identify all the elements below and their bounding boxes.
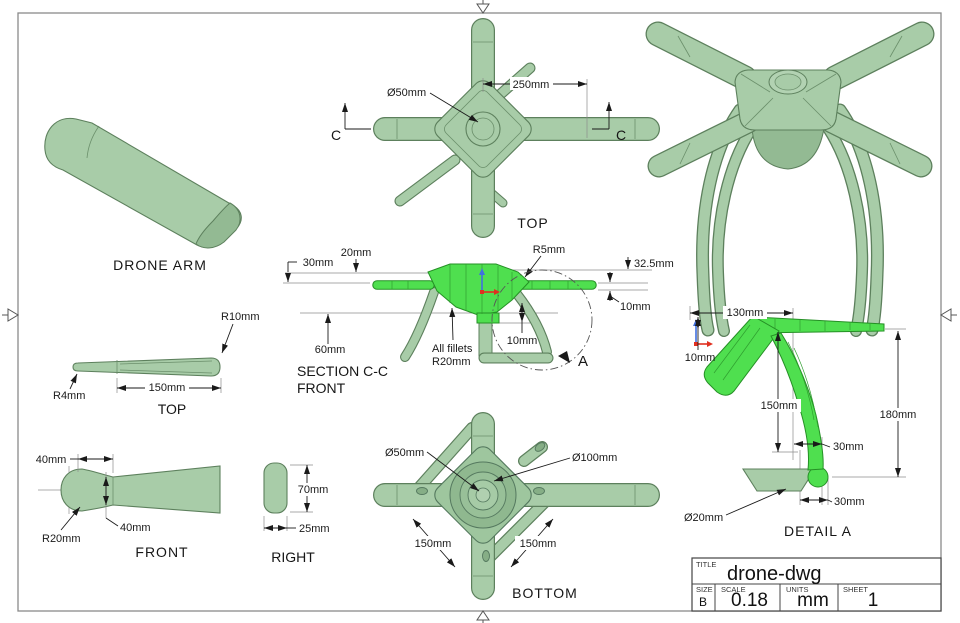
top-dim-250: 250mm [513, 79, 550, 91]
top-label: TOP [517, 215, 549, 231]
section-label-2: FRONT [297, 380, 346, 396]
detail-dim-30-upper: 30mm [833, 441, 864, 453]
arm-right-dim-25: 25mm [299, 523, 330, 535]
title-value: drone-dwg [727, 563, 822, 585]
section-fillets-note-2: R20mm [432, 356, 471, 368]
center-mark-bottom [476, 610, 490, 621]
section-marker-c-left: C [331, 127, 341, 143]
size-value: B [699, 595, 707, 609]
detail-label: DETAIL A [784, 523, 852, 539]
detail-dim-150: 150mm [761, 400, 798, 412]
title-label: TITLE [696, 560, 716, 569]
view-iso [645, 21, 935, 337]
units-value: mm [797, 590, 829, 611]
view-arm-top: R10mm R4mm 150mm TOP [53, 311, 260, 417]
view-top-assembly: 250mm Ø50mm C C TOP [331, 18, 660, 238]
section-dim-30: 30mm [303, 257, 334, 269]
section-dim-325: 32.5mm [634, 258, 674, 270]
sheet-value: 1 [868, 590, 879, 611]
section-body-cut [427, 263, 530, 316]
section-label-1: SECTION C-C [297, 363, 388, 379]
bottom-label: BOTTOM [512, 585, 578, 601]
view-bottom: Ø50mm Ø100mm 150mm 150mm BOTTOM [373, 412, 660, 601]
arm-top-dim-r4: R4mm [53, 390, 85, 402]
center-mark-right [940, 308, 952, 322]
section-marker-c-right: C [616, 127, 626, 143]
center-mark-top [476, 3, 490, 14]
view-arm-front: 40mm 40mm R20mm FRONT [36, 454, 221, 560]
section-dim-20: 20mm [341, 247, 372, 259]
detail-dim-d20: Ø20mm [684, 512, 723, 524]
view-section-cc: 20mm 30mm 60mm R5mm 32.5mm 10mm 10mm All… [283, 244, 674, 396]
detail-dim-130: 130mm [727, 307, 764, 319]
size-label: SIZE [696, 585, 713, 594]
bottom-dim-150-right: 150mm [520, 538, 557, 550]
detail-leg-cut [770, 332, 824, 471]
detail-dim-10: 10mm [685, 352, 716, 364]
detail-dim-30-lower: 30mm [834, 496, 865, 508]
section-fillets-note-1: All fillets [432, 343, 473, 355]
title-block: TITLE drone-dwg SIZE B SCALE 0.18 UNITS … [691, 557, 942, 612]
iso-arms [645, 21, 935, 178]
arm-front-shape [60, 465, 221, 514]
drone-arm-label: DRONE ARM [113, 257, 207, 273]
top-dim-dia50: Ø50mm [387, 87, 426, 99]
view-detail-a: 130mm 10mm 150mm 180mm 30mm 30mm Ø20mm D… [684, 306, 921, 539]
drone-arm-end-face [195, 202, 241, 249]
center-mark-left [7, 308, 19, 322]
arm-right-label: RIGHT [271, 549, 315, 565]
arm-right-shape [263, 462, 288, 514]
section-dim-r5: R5mm [533, 244, 565, 256]
arm-front-dim-40-mid: 40mm [120, 522, 151, 534]
units-label: UNITS [786, 585, 809, 594]
bottom-dim-d50: Ø50mm [385, 447, 424, 459]
section-dim-10-center: 10mm [507, 335, 538, 347]
detail-arm-stub [741, 468, 817, 492]
section-detail-ref-a: A [578, 353, 588, 370]
detail-wing-cut [703, 315, 780, 396]
arm-top-label: TOP [158, 401, 187, 417]
section-axes-icon [479, 268, 500, 295]
detail-dim-180: 180mm [880, 409, 917, 421]
bottom-dim-d100: Ø100mm [572, 452, 617, 464]
arm-right-dim-70: 70mm [298, 484, 329, 496]
section-dim-10-right: 10mm [620, 301, 651, 313]
arm-top-dim-150: 150mm [149, 382, 186, 394]
bottom-dim-150-left: 150mm [415, 538, 452, 550]
arm-front-dim-r20: R20mm [42, 533, 81, 545]
iso-body [734, 69, 842, 131]
view-drone-arm-iso: DRONE ARM [44, 117, 242, 273]
section-dim-60: 60mm [315, 344, 346, 356]
scale-label: SCALE [721, 585, 746, 594]
detail-a-circle [491, 269, 593, 371]
view-arm-right: 70mm 25mm RIGHT [263, 462, 331, 565]
bottom-leg-holes [416, 442, 546, 562]
sheet-label: SHEET [843, 585, 868, 594]
arm-top-shape [72, 357, 221, 377]
iso-bottom-dome [751, 127, 825, 170]
scale-value: 0.18 [731, 590, 768, 611]
arm-front-dim-40-top: 40mm [36, 454, 67, 466]
arm-front-label: FRONT [135, 544, 188, 560]
arm-top-dim-r10: R10mm [221, 311, 260, 323]
section-line-c: C C [331, 102, 626, 143]
